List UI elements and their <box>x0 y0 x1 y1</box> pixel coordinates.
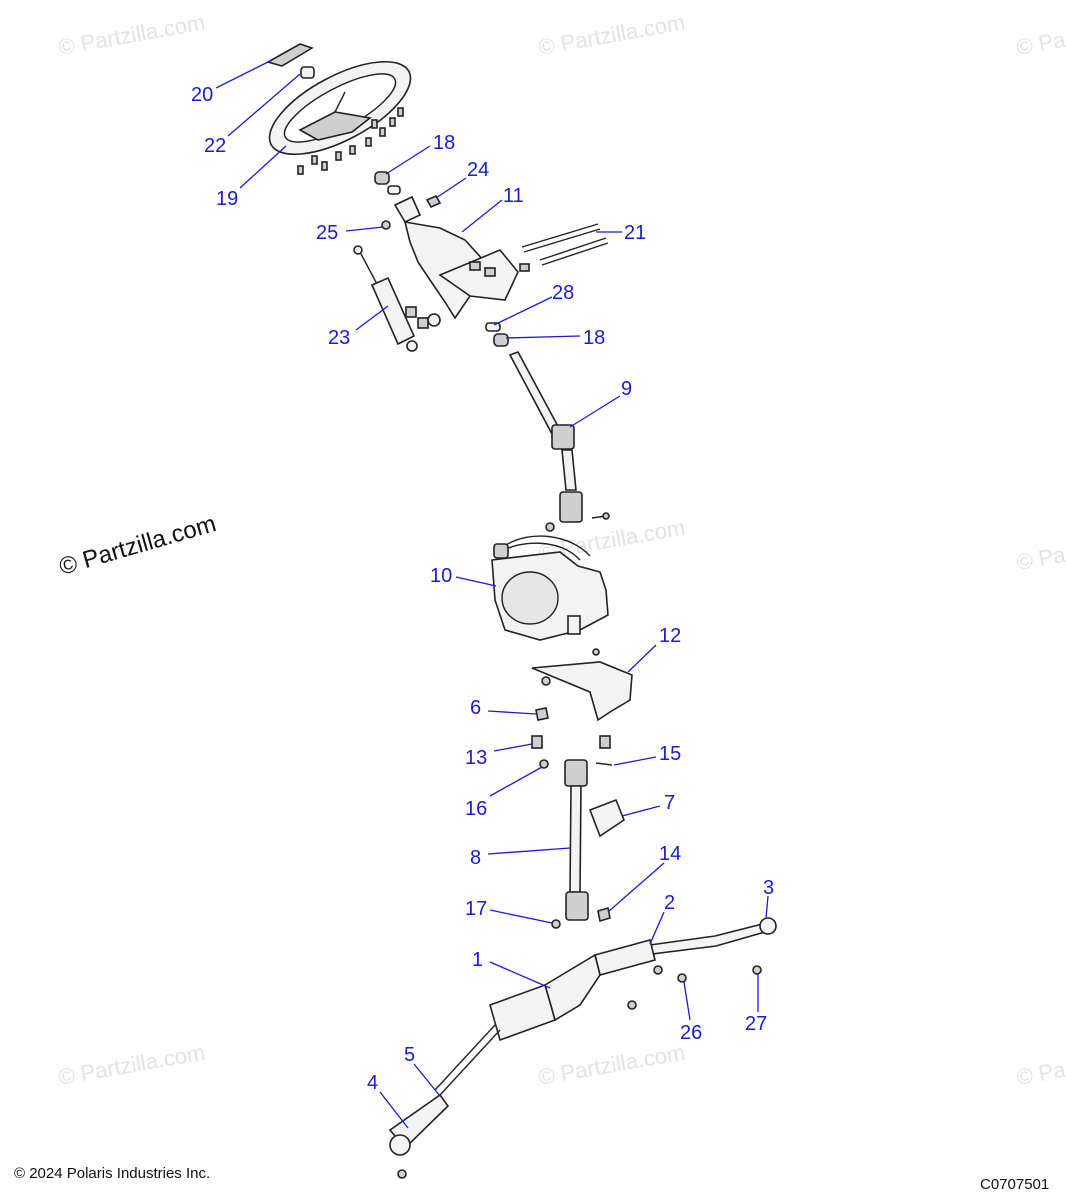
callout-23[interactable]: 23 <box>328 327 350 349</box>
leader-line <box>505 335 581 339</box>
callout-17[interactable]: 17 <box>465 898 487 920</box>
callout-22[interactable]: 22 <box>204 135 226 157</box>
callout-8[interactable]: 8 <box>470 847 481 869</box>
callout-28[interactable]: 28 <box>552 282 574 304</box>
leader-line <box>493 743 533 752</box>
nut-part <box>381 220 391 230</box>
watermark-text: © Partzilla.com <box>537 10 687 60</box>
leader-line <box>489 766 543 797</box>
leader-line <box>345 226 384 232</box>
copyright-text: © 2024 Polaris Industries Inc. <box>14 1165 210 1182</box>
bushing-part <box>387 185 401 195</box>
bushing-part <box>485 322 501 332</box>
callout-24[interactable]: 24 <box>467 159 489 181</box>
horn-pad-part <box>265 43 314 67</box>
leader-line <box>239 145 287 189</box>
leader-line <box>227 73 301 137</box>
callout-5[interactable]: 5 <box>404 1044 415 1066</box>
callout-9[interactable]: 9 <box>621 378 632 400</box>
callouts: 20 22 19 18 24 11 25 21 28 18 23 9 10 12… <box>191 84 774 1094</box>
cover-part <box>588 798 625 838</box>
leader-line <box>215 59 273 89</box>
leader-line <box>621 805 661 817</box>
bolt-part <box>597 906 611 923</box>
cap-part <box>300 66 315 79</box>
wheel-bolts-part <box>297 107 404 175</box>
callout-18[interactable]: 18 <box>583 327 605 349</box>
watermark-text: © Partzilla.com <box>57 1040 207 1090</box>
bushing-part <box>493 333 509 347</box>
intermediate-shaft-part <box>564 759 589 921</box>
watermark-text: © Pa <box>1015 1057 1066 1090</box>
leader-line <box>355 305 389 331</box>
watermark-text: © Pa <box>1015 27 1066 60</box>
callout-26[interactable]: 26 <box>680 1022 702 1044</box>
leader-line <box>613 756 657 766</box>
bolt-part <box>595 762 613 766</box>
leader-line <box>487 710 537 715</box>
callout-19[interactable]: 19 <box>216 188 238 210</box>
callout-25[interactable]: 25 <box>316 222 338 244</box>
callout-15[interactable]: 15 <box>659 743 681 765</box>
upper-shaft-part <box>508 351 610 532</box>
watermark-text: © Partzilla.com <box>57 10 207 60</box>
bolt-part <box>535 707 549 721</box>
leader-line <box>569 395 621 428</box>
callout-3[interactable]: 3 <box>763 877 774 899</box>
callout-13[interactable]: 13 <box>465 747 487 769</box>
nut-part <box>551 919 561 929</box>
callout-10[interactable]: 10 <box>430 565 452 587</box>
leader-line <box>489 961 551 989</box>
steering-wheel-part <box>268 60 412 156</box>
leader-line <box>385 145 431 175</box>
callout-2[interactable]: 2 <box>664 892 675 914</box>
leader-line <box>765 895 769 919</box>
watermarks: © Partzilla.com © Partzilla.com © Pa © P… <box>56 10 1066 1090</box>
nut-part <box>539 759 549 769</box>
callout-12[interactable]: 12 <box>659 625 681 647</box>
long-bolts-part <box>519 223 609 272</box>
tilt-bracket-part <box>393 195 519 320</box>
leader-line <box>627 644 657 673</box>
leader-line <box>683 981 691 1021</box>
leader-line <box>607 862 665 913</box>
callout-18[interactable]: 18 <box>433 132 455 154</box>
parts-drawing <box>265 43 777 1179</box>
watermark-main: © Partzilla.com <box>56 510 219 581</box>
leader-line <box>649 911 665 945</box>
leader-line <box>489 909 553 924</box>
callout-20[interactable]: 20 <box>191 84 213 106</box>
callout-14[interactable]: 14 <box>659 843 681 865</box>
bolt-part <box>425 194 442 209</box>
callout-7[interactable]: 7 <box>664 792 675 814</box>
leader-line <box>455 576 497 587</box>
diagram-code: C0707501 <box>980 1176 1049 1193</box>
gas-strut-part <box>353 245 441 352</box>
watermark-text: © Pa <box>1015 542 1066 575</box>
bolt-part <box>531 735 543 749</box>
power-steering-unit-part <box>491 535 609 641</box>
callout-16[interactable]: 16 <box>465 798 487 820</box>
callout-6[interactable]: 6 <box>470 697 481 719</box>
callout-11[interactable]: 11 <box>503 185 524 207</box>
callout-21[interactable]: 21 <box>624 222 646 244</box>
leader-line <box>461 199 503 233</box>
steering-rack-part <box>388 917 777 1179</box>
leader-line <box>435 177 467 199</box>
leader-line <box>413 1063 441 1097</box>
bolt-part <box>599 735 611 749</box>
callout-4[interactable]: 4 <box>367 1072 378 1094</box>
bushing-part <box>374 171 390 185</box>
callout-1[interactable]: 1 <box>472 949 483 971</box>
mounting-bracket-part <box>531 648 633 722</box>
leader-line <box>493 296 553 326</box>
callout-27[interactable]: 27 <box>745 1013 767 1035</box>
leader-line <box>487 847 571 855</box>
leader-line <box>379 1091 409 1129</box>
watermark-text: © Partzilla.com <box>537 1040 687 1090</box>
leader-lines <box>215 59 769 1129</box>
